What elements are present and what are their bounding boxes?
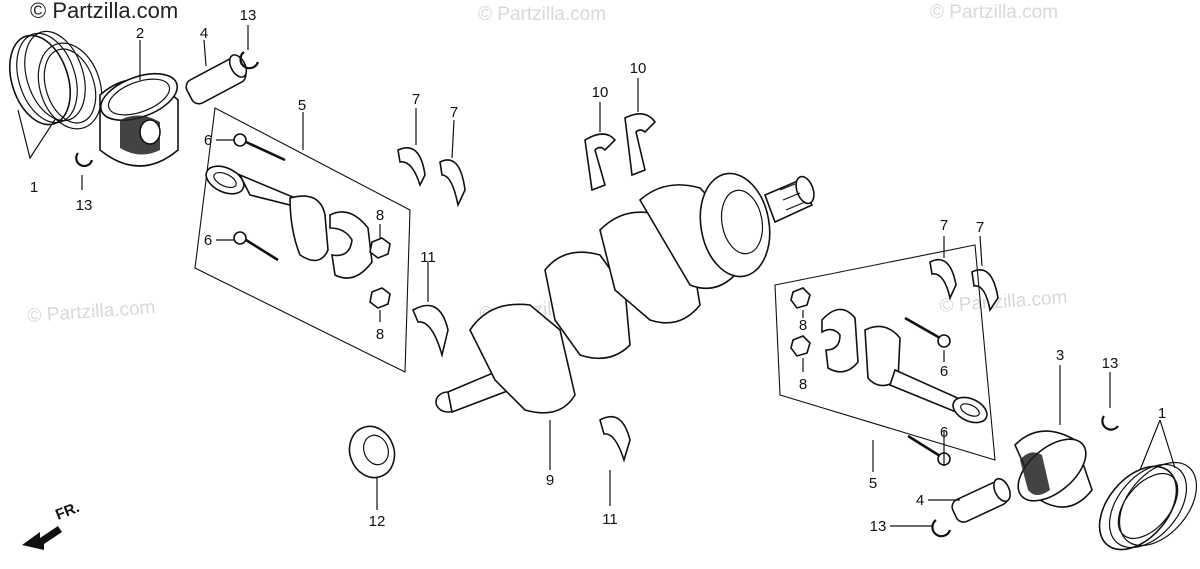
front-direction-label: FR. <box>53 499 82 524</box>
callout-9: 9 <box>546 472 554 489</box>
thrust-washer-a[interactable] <box>584 133 617 192</box>
rod-nut-right-lower[interactable] <box>790 335 811 357</box>
piston-pin-left[interactable] <box>183 52 249 106</box>
callout-7: 7 <box>976 219 984 236</box>
callout-8: 8 <box>376 207 384 224</box>
circlip-left-lower[interactable] <box>75 152 94 168</box>
callout-5: 5 <box>298 97 306 114</box>
callout-3: 3 <box>1056 347 1064 364</box>
callout-6: 6 <box>940 424 948 441</box>
callout-13: 13 <box>240 7 257 24</box>
rod-bearing-left-b[interactable] <box>439 159 466 208</box>
main-bearing-left[interactable] <box>411 304 449 359</box>
watermark: © Partzilla.com <box>478 4 606 25</box>
callout-12: 12 <box>369 513 386 530</box>
callout-10: 10 <box>592 84 609 101</box>
callout-5: 5 <box>869 475 877 492</box>
callout-1: 1 <box>1158 405 1166 422</box>
piston-pin-right[interactable] <box>950 476 1014 525</box>
con-rod-box-right <box>774 244 996 461</box>
callout-7: 7 <box>450 104 458 121</box>
callout-7: 7 <box>940 217 948 234</box>
piston-rings-left[interactable] <box>0 24 112 138</box>
rod-bolt-left-lower[interactable] <box>233 231 279 262</box>
watermark: © Partzilla.com <box>30 0 178 23</box>
callout-13: 13 <box>76 197 93 214</box>
rod-bolt-right-upper[interactable] <box>904 316 951 348</box>
callout-13: 13 <box>870 518 887 535</box>
con-rod-left[interactable] <box>202 161 329 262</box>
callouts: 1 1 2 3 4 4 5 5 6 6 6 6 7 7 7 7 8 8 8 8 … <box>30 7 1166 535</box>
callout-6: 6 <box>940 363 948 380</box>
callout-1: 1 <box>30 179 38 196</box>
watermark: © Partzilla.com <box>930 2 1058 23</box>
leader-lines <box>17 25 1176 527</box>
callout-6: 6 <box>204 232 212 249</box>
main-bearing-lower[interactable] <box>599 415 631 463</box>
callout-2: 2 <box>136 25 144 42</box>
piston-left[interactable] <box>95 65 184 167</box>
rod-cap-right[interactable] <box>821 308 859 373</box>
callout-10: 10 <box>630 60 647 77</box>
rod-cap-left[interactable] <box>329 211 373 279</box>
con-rod-box-left <box>194 107 411 373</box>
callout-11: 11 <box>420 249 436 266</box>
piston-rings-right[interactable] <box>1084 448 1200 564</box>
circlip-left-upper[interactable] <box>239 51 260 70</box>
con-rod-right[interactable] <box>864 325 991 427</box>
rod-nut-left-upper[interactable] <box>369 237 391 259</box>
circlip-right-upper[interactable] <box>1101 415 1119 431</box>
callout-8: 8 <box>799 376 807 393</box>
thrust-washer-b[interactable] <box>624 113 657 177</box>
callout-8: 8 <box>376 326 384 343</box>
watermark: © Partzilla.com <box>939 287 1068 317</box>
callout-7: 7 <box>412 91 420 108</box>
rod-bearing-right-a[interactable] <box>929 258 957 301</box>
callout-4: 4 <box>916 492 924 509</box>
rod-nut-right-upper[interactable] <box>790 287 811 309</box>
crankshaft[interactable] <box>435 168 817 414</box>
callout-6: 6 <box>204 132 212 149</box>
callout-4: 4 <box>200 25 208 42</box>
circlip-right-lower[interactable] <box>931 519 952 538</box>
callout-13: 13 <box>1102 355 1119 372</box>
rod-bearing-left-a[interactable] <box>397 147 426 188</box>
rod-bolt-left-upper[interactable] <box>233 133 286 162</box>
watermark: © Partzilla.com <box>27 297 156 327</box>
callout-8: 8 <box>799 317 807 334</box>
rod-nut-left-lower[interactable] <box>369 287 391 309</box>
callout-11: 11 <box>602 511 618 528</box>
oil-seal[interactable] <box>342 420 401 484</box>
piston-right[interactable] <box>1007 427 1097 512</box>
front-direction-arrow: FR. <box>22 499 82 550</box>
